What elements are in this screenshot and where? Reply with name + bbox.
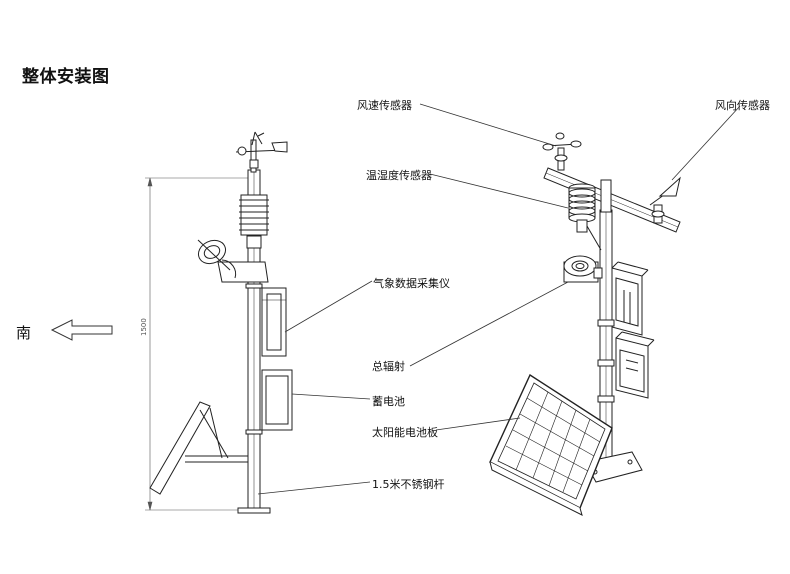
height-dimension-line xyxy=(145,177,252,511)
page-title: 整体安装图 xyxy=(22,67,110,87)
solar-panel xyxy=(489,373,613,516)
label-temp-humidity: 温湿度传感器 xyxy=(366,169,432,182)
label-pole: 1.5米不锈钢杆 xyxy=(372,478,445,491)
side-temp-humidity-shield xyxy=(239,194,269,249)
wind-speed-sensor xyxy=(542,132,582,171)
perspective-view-station xyxy=(489,132,681,516)
side-view-station xyxy=(149,131,293,514)
label-wind-speed: 风速传感器 xyxy=(357,99,412,112)
side-data-logger xyxy=(261,287,287,357)
label-wind-direction: 风向传感器 xyxy=(715,99,770,112)
side-wind-sensors xyxy=(235,131,288,169)
battery-box xyxy=(615,331,655,399)
radiation-sensor xyxy=(563,255,603,283)
label-radiation: 总辐射 xyxy=(372,360,405,373)
side-solar-panel xyxy=(149,401,248,495)
south-arrow xyxy=(50,319,113,341)
label-solar-panel: 太阳能电池板 xyxy=(372,426,438,439)
side-battery-box xyxy=(261,369,293,431)
temp-humidity-shield xyxy=(568,183,602,251)
side-radiation-sensor xyxy=(197,239,269,283)
leader-lines xyxy=(257,103,741,495)
wind-direction-sensor xyxy=(649,176,681,224)
south-direction-label: 南 xyxy=(16,324,32,342)
data-logger-box xyxy=(611,261,649,336)
label-battery: 蓄电池 xyxy=(372,395,405,408)
label-data-logger: 气象数据采集仪 xyxy=(373,277,450,290)
